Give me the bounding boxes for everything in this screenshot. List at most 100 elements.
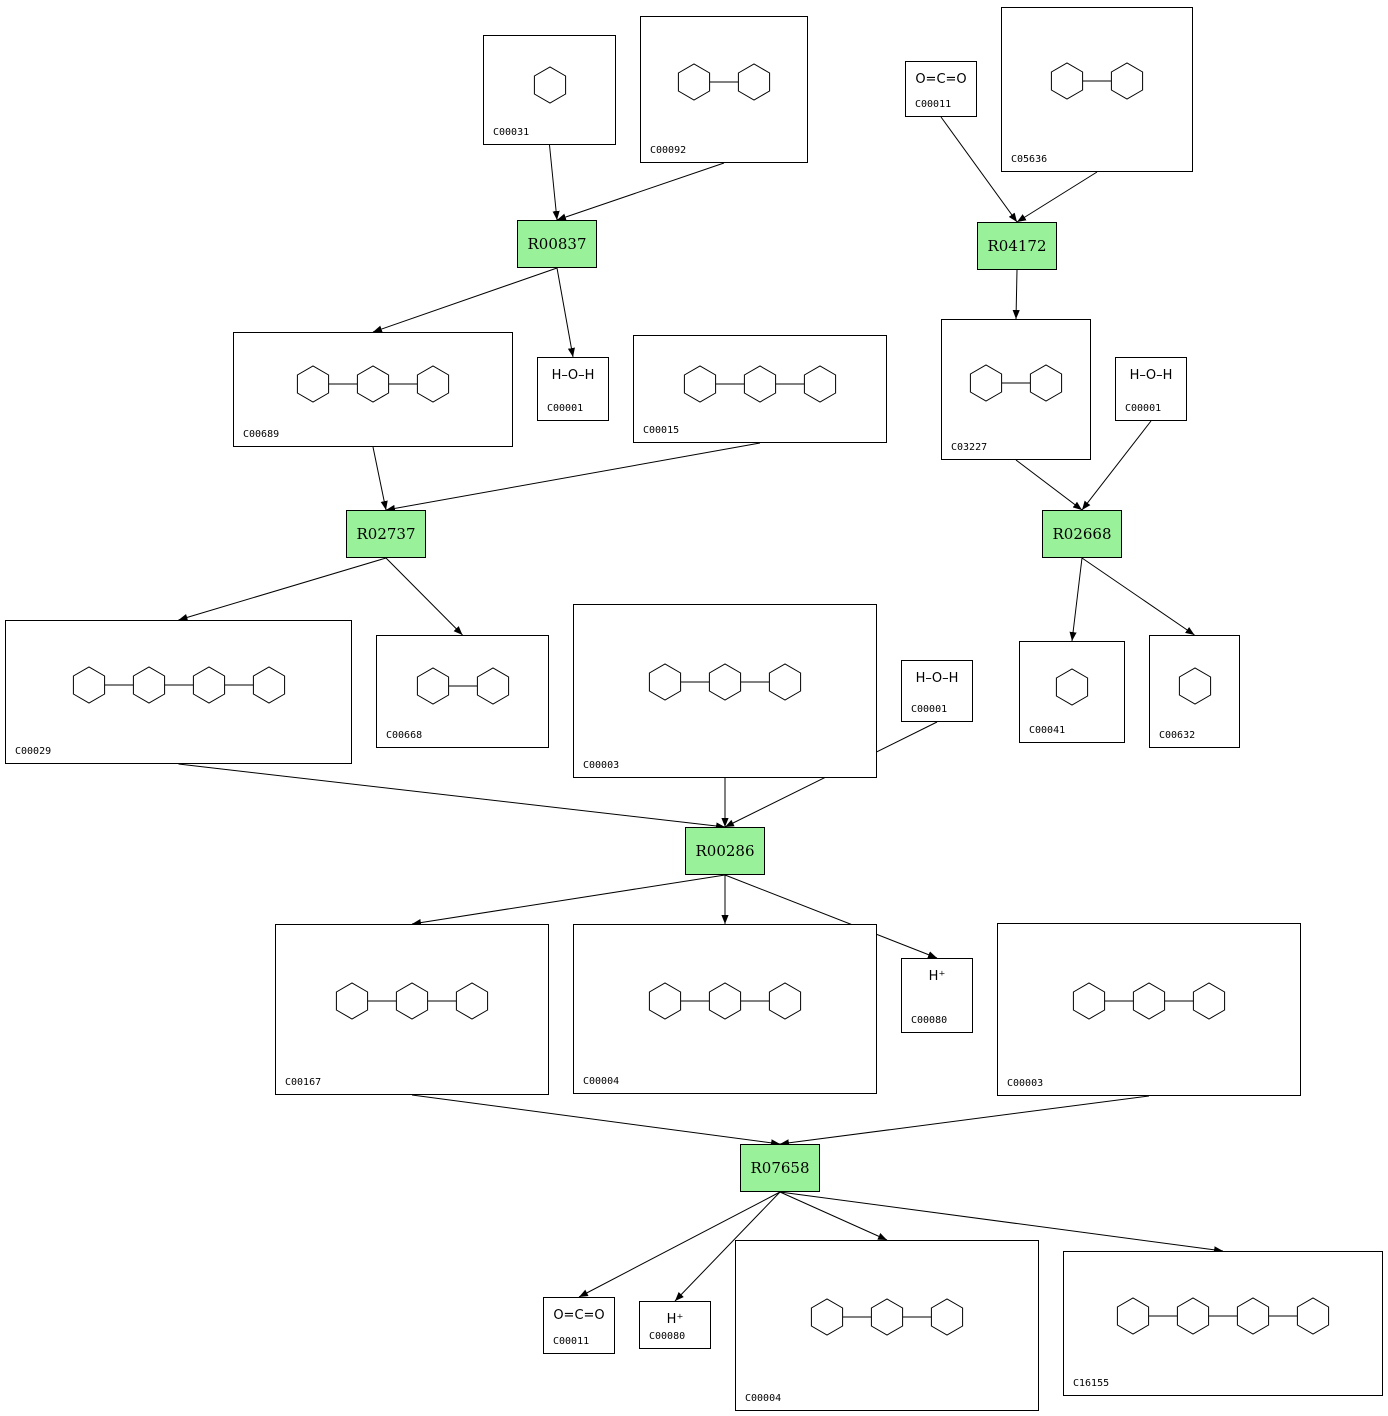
edge-c05636-to-r04172 — [1016, 171, 1098, 223]
reaction-node-r07658[interactable]: R07658 — [740, 1144, 820, 1192]
edge-r07658-to-c00080b — [674, 1191, 781, 1302]
structure-icon — [335, 982, 489, 1020]
ring-mark — [677, 63, 711, 101]
ring-mark — [768, 663, 802, 701]
compound-id-label: C00080 — [911, 1015, 948, 1026]
compound-node-c00080a[interactable]: H⁺ C00080 — [901, 958, 973, 1033]
structure-icon — [1072, 982, 1226, 1020]
compound-node-c00092[interactable]: C00092 — [640, 16, 808, 163]
compound-id-label: C03227 — [951, 442, 988, 453]
compound-id-label: C00031 — [493, 127, 530, 138]
compound-node-c05636[interactable]: C05636 — [1001, 7, 1193, 172]
compound-node-c00632[interactable]: C00632 — [1149, 635, 1240, 748]
compound-id-label: C00015 — [643, 425, 680, 436]
ring-mark — [648, 982, 682, 1020]
compound-formula: H–O–H — [1129, 368, 1173, 383]
edge-r00286-to-c00080a — [724, 874, 938, 959]
compound-formula: O=C=O — [553, 1308, 605, 1323]
compound-node-c00011b[interactable]: O=C=O C00011 — [543, 1297, 615, 1354]
structure-icon — [648, 663, 802, 701]
reaction-node-r02668[interactable]: R02668 — [1042, 510, 1122, 558]
ring-mark — [192, 666, 225, 704]
reaction-node-r00837[interactable]: R00837 — [517, 220, 597, 268]
compound-id-label: C00689 — [243, 429, 280, 440]
compound-id-label: C00080 — [649, 1331, 686, 1342]
compound-node-c00011a[interactable]: O=C=O C00011 — [905, 61, 977, 117]
structure-icon — [296, 365, 450, 403]
edge-r02737-to-c00668 — [385, 557, 463, 636]
ring-mark — [870, 1298, 904, 1336]
compound-node-c00689[interactable]: C00689 — [233, 332, 513, 447]
ring-mark — [1132, 982, 1166, 1020]
compound-id-label: C00011 — [553, 1336, 590, 1347]
compound-node-c00015[interactable]: C00015 — [633, 335, 887, 443]
reaction-node-r02737[interactable]: R02737 — [346, 510, 426, 558]
compound-node-c00004a[interactable]: C00004 — [573, 924, 877, 1094]
ring-mark — [72, 666, 105, 704]
compound-node-c00668[interactable]: C00668 — [376, 635, 549, 748]
ring-mark — [416, 667, 449, 705]
edge-c03227-to-r02668 — [1015, 459, 1083, 511]
reaction-node-r00286[interactable]: R00286 — [685, 827, 765, 875]
ring-mark — [533, 66, 566, 104]
ring-mark — [648, 663, 682, 701]
structure-icon — [533, 66, 566, 104]
edge-c00015-to-r02737 — [385, 442, 761, 512]
ring-mark — [395, 982, 429, 1020]
edge-r04172-to-c03227 — [1012, 269, 1020, 320]
compound-node-c00031[interactable]: C00031 — [483, 35, 616, 145]
compound-id-label: C00029 — [15, 746, 52, 757]
compound-formula: H⁺ — [928, 969, 946, 984]
edge-r02737-to-c00029 — [178, 557, 387, 621]
ring-mark — [132, 666, 165, 704]
compound-id-label: C00004 — [583, 1076, 620, 1087]
compound-id-label: C00041 — [1029, 725, 1066, 736]
ring-mark — [708, 982, 742, 1020]
ring-mark — [1176, 1297, 1210, 1335]
ring-mark — [1116, 1297, 1150, 1335]
compound-node-c00003b[interactable]: C00003 — [997, 923, 1301, 1096]
structure-icon — [1050, 62, 1144, 100]
ring-mark — [335, 982, 369, 1020]
ring-mark — [1296, 1297, 1330, 1335]
ring-mark — [1236, 1297, 1270, 1335]
ring-mark — [969, 363, 1003, 402]
compound-id-label: C00001 — [911, 704, 948, 715]
compound-id-label: C00668 — [386, 730, 423, 741]
ring-mark — [1055, 668, 1089, 706]
compound-node-c00004b[interactable]: C00004 — [735, 1240, 1039, 1411]
compound-node-c00167[interactable]: C00167 — [275, 924, 549, 1095]
compound-node-c00080b[interactable]: H⁺C00080 — [639, 1301, 711, 1349]
structure-icon — [677, 63, 771, 101]
compound-node-c00029[interactable]: C00029 — [5, 620, 352, 764]
ring-mark — [356, 365, 390, 403]
compound-node-c16155[interactable]: C16155 — [1063, 1251, 1383, 1396]
edge-r02668-to-c00041 — [1069, 557, 1083, 642]
compound-node-c00003a[interactable]: C00003 — [573, 604, 877, 778]
compound-node-c00001b[interactable]: H–O–H C00001 — [1115, 357, 1187, 421]
compound-id-label: C00011 — [915, 99, 952, 110]
compound-formula: H–O–H — [551, 368, 595, 383]
compound-node-c03227[interactable]: C03227 — [941, 319, 1091, 460]
structure-icon — [969, 363, 1063, 402]
compound-formula: O=C=O — [915, 72, 967, 87]
reaction-node-r04172[interactable]: R04172 — [977, 222, 1057, 270]
structure-icon — [810, 1298, 964, 1336]
ring-mark — [455, 982, 489, 1020]
ring-mark — [803, 365, 837, 403]
edge-c00029-to-r00286 — [178, 763, 726, 830]
edge-r07658-to-c16155 — [779, 1191, 1224, 1254]
edge-c00001b-to-r02668 — [1081, 420, 1152, 511]
compound-id-label: C00001 — [1125, 403, 1162, 414]
edge-r00286-to-c00167 — [411, 874, 726, 927]
compound-node-c00041[interactable]: C00041 — [1019, 641, 1125, 743]
ring-mark — [1072, 982, 1106, 1020]
edge-r00837-to-c00001a — [556, 267, 575, 358]
compound-id-label: C00632 — [1159, 730, 1196, 741]
structure-icon — [1178, 667, 1211, 705]
edge-c00092-to-r00837 — [556, 162, 725, 221]
ring-mark — [683, 365, 717, 403]
